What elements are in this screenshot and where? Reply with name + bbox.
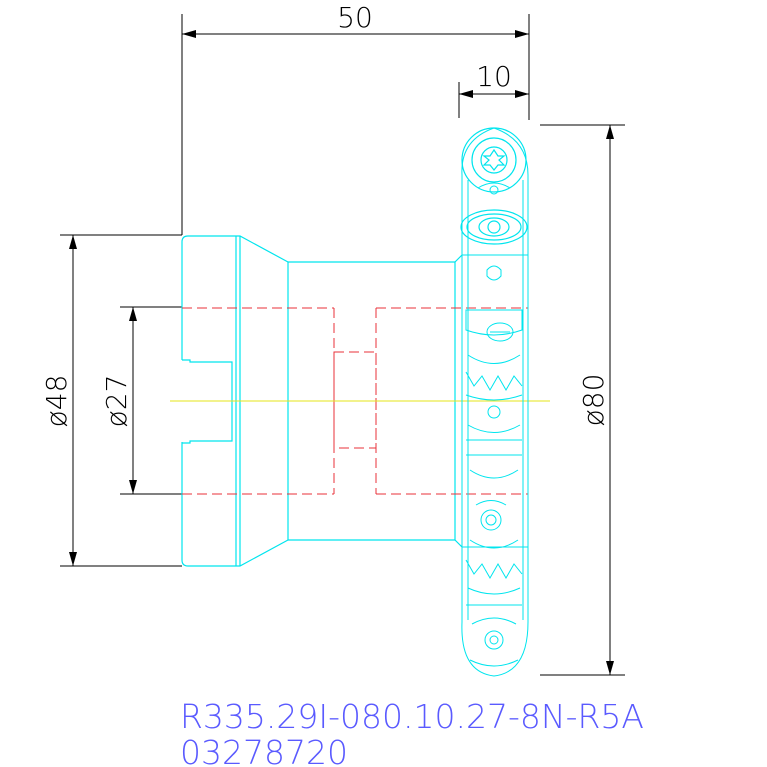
dim-cutter-diameter: ø80 [577, 374, 610, 427]
dim-hub-diameter: ø48 [40, 375, 73, 428]
dimension-lines [60, 14, 625, 676]
torx-screw-top [461, 127, 527, 193]
dimension-arrowheads [69, 30, 614, 675]
cutter-flange [461, 127, 529, 677]
dim-flange-width: 10 [476, 60, 512, 93]
tool-order-code: 03278720 [180, 733, 348, 767]
torx-screw-bottom [460, 209, 528, 245]
insert-pockets [465, 182, 523, 667]
tool-designation: R335.29I-080.10.27-8N-R5A [180, 697, 644, 736]
dim-bore-diameter: ø27 [100, 375, 133, 428]
dim-overall-length: 50 [337, 1, 373, 34]
